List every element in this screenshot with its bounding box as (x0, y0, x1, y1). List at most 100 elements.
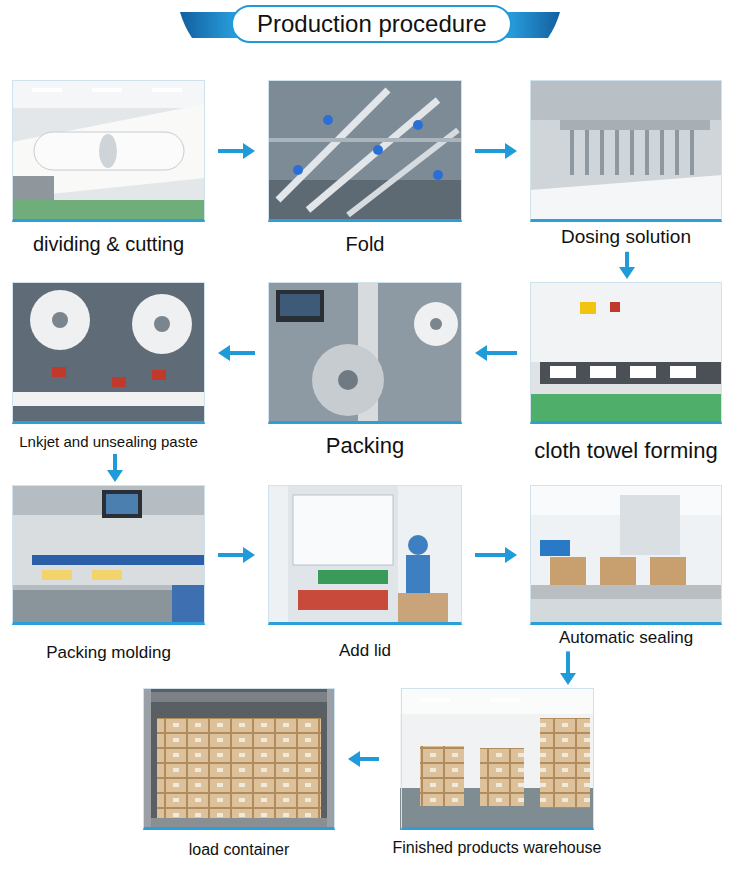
photo-detail (530, 80, 722, 222)
photo-detail (600, 557, 636, 585)
photo-detail (560, 120, 710, 130)
photo-frame (268, 485, 462, 625)
photo-detail (32, 555, 205, 565)
flow-arrow (218, 345, 255, 361)
photo-detail (540, 540, 570, 556)
photo-detail (600, 130, 604, 175)
photo-detail (580, 302, 596, 314)
photo-frame (530, 80, 722, 222)
arrow-head (619, 267, 635, 279)
photo-detail (480, 748, 524, 806)
process-step: Dosing solution (527, 80, 725, 249)
photo-detail (550, 366, 576, 378)
photo-detail (585, 130, 589, 175)
flow-arrow (475, 345, 517, 361)
flow-arrow (107, 454, 123, 482)
photo-detail (530, 175, 722, 222)
step-caption: cloth towel forming (527, 438, 725, 464)
photo-detail (32, 88, 62, 92)
photo-detail (530, 585, 722, 599)
photo-detail (92, 570, 122, 580)
photo-detail (12, 176, 54, 202)
photo-warehouse (400, 688, 593, 830)
photo-detail (288, 485, 398, 625)
flow-arrow (475, 143, 517, 159)
step-caption: Packing (265, 433, 465, 459)
photo-cutting (12, 80, 205, 222)
flow-arrow (560, 651, 576, 685)
arrow-head (107, 470, 123, 482)
photo-dosing (530, 80, 722, 222)
process-step: Packing molding (9, 485, 208, 663)
arrow-head (505, 143, 517, 159)
photo-detail (293, 165, 303, 175)
photo-detail (268, 80, 462, 222)
photo-detail (30, 290, 90, 350)
photo-detail (630, 130, 634, 175)
arrow-head (243, 547, 255, 563)
photo-detail (406, 555, 430, 595)
arrow-shaft (228, 351, 255, 355)
process-step: Finished products warehouse (389, 688, 605, 857)
photo-detail (143, 688, 335, 830)
photo-frame (268, 80, 462, 222)
photo-detail (268, 485, 462, 625)
photo-detail (172, 585, 205, 625)
photo-detail (52, 312, 68, 328)
step-caption: Dosing solution (527, 226, 725, 249)
photo-detail (280, 294, 320, 316)
photo-inkjet (12, 282, 205, 424)
photo-detail (398, 593, 448, 623)
arrow-shaft (475, 149, 507, 153)
step-caption: Fold (265, 232, 465, 256)
photo-detail (12, 200, 205, 222)
photo-detail (650, 557, 686, 585)
photo-detail (323, 115, 333, 125)
process-step: cloth towel forming (527, 282, 725, 464)
photo-detail (52, 367, 66, 377)
flow-arrow (348, 751, 379, 767)
process-step: load container (140, 688, 338, 859)
photo-frame (268, 282, 462, 424)
photo-detail (12, 392, 205, 406)
photo-detail (645, 130, 649, 175)
photo-packing (268, 282, 462, 424)
arrow-head (475, 345, 487, 361)
photo-detail (620, 495, 680, 555)
photo-forming (530, 282, 722, 424)
process-step: dividing & cutting (9, 80, 208, 256)
photo-detail (615, 130, 619, 175)
photo-frame (530, 282, 722, 424)
step-caption: load container (140, 840, 338, 859)
photo-frame (401, 688, 594, 830)
photo-detail (550, 557, 586, 585)
photo-detail (420, 698, 450, 702)
photo-detail (318, 570, 388, 584)
photo-detail (338, 370, 358, 390)
photo-detail (690, 130, 694, 175)
photo-detail (154, 316, 170, 332)
photo-detail (276, 290, 324, 322)
process-step: Packing (265, 282, 465, 459)
arrow-head (560, 673, 576, 685)
photo-detail (670, 366, 696, 378)
photo-detail (348, 130, 458, 215)
arrow-shaft (113, 454, 117, 472)
photo-detail (143, 688, 151, 830)
photo-detail (505, 12, 560, 38)
process-step: Lnkjet and unsealing paste (9, 282, 208, 451)
step-caption: Finished products warehouse (389, 838, 605, 857)
photo-detail (92, 88, 122, 92)
photo-detail (12, 80, 205, 222)
arrow-shaft (625, 252, 629, 269)
arrow-shaft (358, 757, 379, 761)
photo-molding (12, 485, 205, 625)
photo-detail (327, 688, 335, 830)
photo-detail (152, 88, 182, 92)
flow-arrow (218, 143, 255, 159)
photo-fold (268, 80, 462, 222)
photo-detail (590, 366, 616, 378)
photo-detail (610, 302, 620, 312)
process-step: Fold (265, 80, 465, 256)
